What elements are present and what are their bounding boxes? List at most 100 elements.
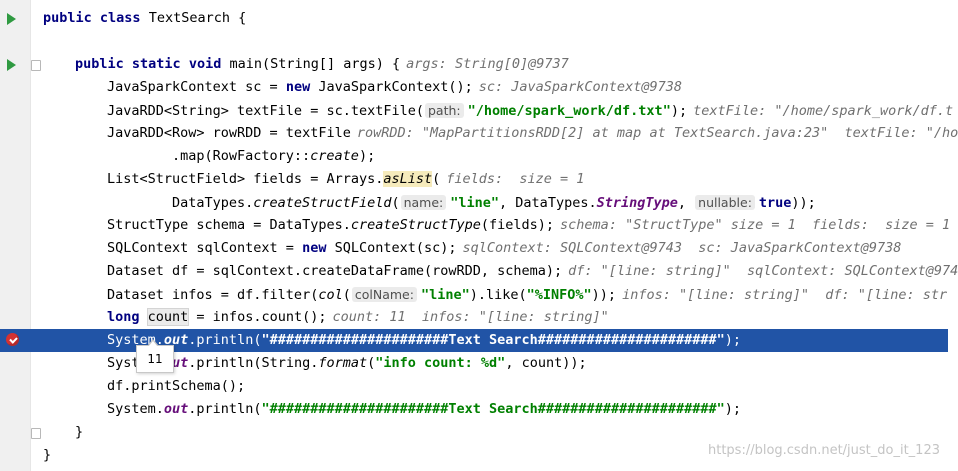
code-line-9[interactable]: DataTypes.createStructField(name:"line",…	[0, 191, 948, 214]
run-class-icon[interactable]	[7, 13, 16, 25]
code-line-4[interactable]: JavaSparkContext sc = new JavaSparkConte…	[0, 76, 948, 99]
static-method: col	[318, 287, 343, 303]
code-line-16[interactable]: System.out.println(String.format("info c…	[0, 352, 948, 375]
static-method: format	[318, 355, 368, 371]
tooltip-arrow-fill	[148, 341, 158, 347]
keyword: public	[75, 56, 124, 72]
code-line-11[interactable]: SQLContext sqlContext = new SQLContext(s…	[0, 237, 948, 260]
code-line-20[interactable]: }	[0, 444, 948, 467]
code-text: DataTypes.createStructField(name:"line",…	[172, 194, 816, 212]
code-line-8[interactable]: List<StructField> fields = Arrays.asList…	[0, 168, 948, 191]
code-text: .map(RowFactory::create);	[172, 148, 375, 165]
code-token: List<StructField> fields = Arrays.	[107, 171, 384, 187]
code-token: ).like(	[469, 287, 527, 303]
code-token: (	[432, 171, 441, 187]
code-line-17[interactable]: df.printSchema();	[0, 375, 948, 398]
run-method-icon[interactable]	[7, 59, 16, 71]
code-line-7[interactable]: .map(RowFactory::create);	[0, 145, 948, 168]
debug-inline-value: df: "[line: string]" sqlContext: SQLCont…	[568, 263, 958, 279]
code-text: Dataset infos = df.filter(col(colName:"l…	[107, 286, 947, 304]
code-token: .println(	[188, 401, 262, 417]
code-token: .println(	[188, 332, 262, 348]
code-token: );	[670, 103, 688, 119]
debug-inline-value: rowRDD: "MapPartitionsRDD[2] at map at T…	[356, 125, 958, 141]
parameter-hint: nullable:	[695, 195, 755, 210]
debug-inline-value: infos: "[line: string]" df: "[line: str	[622, 287, 948, 303]
keyword: static	[131, 56, 181, 72]
static-field: out	[163, 332, 189, 348]
keyword: long	[107, 309, 140, 325]
code-line-18[interactable]: System.out.println("####################…	[0, 398, 948, 421]
code-line-10[interactable]: StructType schema = DataTypes.createStru…	[0, 214, 950, 237]
method-declaration: main(String[] args) {	[221, 56, 401, 72]
keyword: new	[285, 79, 311, 95]
keyword: void	[188, 56, 222, 72]
fold-method-icon[interactable]	[31, 60, 41, 71]
static-field: out	[163, 401, 189, 417]
debug-inline-value: textFile: "/home/spark_work/df.t	[693, 103, 954, 119]
code-line-3[interactable]: public static void main(String[] args) {…	[0, 53, 948, 76]
code-token: , DataTypes.	[499, 195, 597, 211]
code-token: df.printSchema();	[107, 378, 246, 394]
gutter-separator	[30, 0, 31, 471]
code-token: , count));	[505, 355, 587, 371]
code-line-19[interactable]: }	[0, 421, 948, 444]
code-text: StructType schema = DataTypes.createStru…	[107, 217, 950, 234]
code-line-15-execution-point[interactable]: System.out.println("####################…	[0, 329, 948, 352]
code-line-14[interactable]: long count = infos.count();count: 11 inf…	[0, 306, 948, 329]
code-token: System.	[107, 401, 164, 417]
parameter-hint: path:	[424, 103, 464, 118]
string-literal: "######################Text Search######…	[261, 332, 725, 348]
code-token: (	[342, 287, 351, 303]
closing-brace: }	[43, 447, 52, 463]
code-text: long count = infos.count();count: 11 inf…	[107, 309, 609, 326]
code-token: JavaSparkContext();	[310, 79, 473, 95]
code-token: JavaRDD<String> textFile = sc.textFile(	[107, 103, 424, 119]
code-token: Dataset infos = df.filter(	[107, 287, 319, 303]
debug-inline-value: schema: "StructType" size = 1 fields: si…	[560, 217, 951, 233]
code-token: DataTypes.	[172, 195, 254, 211]
class-declaration: TextSearch {	[140, 10, 247, 26]
code-token: JavaSparkContext sc =	[107, 79, 286, 95]
code-line-5[interactable]: JavaRDD<String> textFile = sc.textFile(p…	[0, 99, 953, 122]
debug-inline-value: sc: JavaSparkContext@9738	[478, 79, 682, 95]
code-text: public class TextSearch {	[43, 10, 246, 27]
string-literal: "/home/spark_work/df.txt"	[467, 103, 671, 119]
code-text: JavaRDD<String> textFile = sc.textFile(p…	[107, 102, 953, 120]
static-method: createStructField	[253, 195, 392, 211]
debug-inline-value: count: 11 infos: "[line: string]"	[332, 309, 609, 325]
code-token: Dataset df = sqlContext.createDataFrame(…	[107, 263, 563, 279]
code-text: }	[43, 447, 51, 464]
parameter-hint: name:	[400, 195, 447, 210]
code-text: public static void main(String[] args) {…	[75, 56, 569, 73]
code-line-13[interactable]: Dataset infos = df.filter(col(colName:"l…	[0, 283, 948, 306]
keyword: true	[758, 195, 792, 211]
code-token: SQLContext(sc);	[326, 240, 457, 256]
editor-gutter[interactable]	[0, 0, 30, 471]
warning-highlight[interactable]: asList	[383, 171, 433, 187]
keyword: class	[99, 10, 141, 26]
static-method: createStructType	[350, 217, 481, 233]
code-token: ));	[591, 287, 617, 303]
hovered-variable[interactable]: count	[147, 309, 189, 325]
string-literal: "%INFO%"	[526, 287, 592, 303]
code-token: StructType schema = DataTypes.	[107, 217, 351, 233]
fold-end-icon[interactable]	[31, 428, 41, 439]
code-token: (fields);	[480, 217, 555, 233]
code-token: .println(String.	[188, 355, 319, 371]
code-line-1[interactable]: public class TextSearch {	[0, 7, 948, 30]
breakpoint-hit-icon[interactable]	[6, 333, 19, 346]
code-token: (	[391, 195, 400, 211]
code-token: ,	[677, 195, 695, 211]
method-reference: create	[310, 148, 359, 164]
code-text: System.out.println("####################…	[107, 332, 741, 349]
debug-inline-value: fields: size = 1	[446, 171, 585, 187]
debug-inline-value: sqlContext: SQLContext@9743 sc: JavaSpar…	[462, 240, 902, 256]
code-text: }	[75, 424, 83, 441]
code-line-12[interactable]: Dataset df = sqlContext.createDataFrame(…	[0, 260, 958, 283]
code-token: ));	[791, 195, 816, 211]
parameter-hint: colName:	[351, 287, 417, 302]
code-text: Dataset df = sqlContext.createDataFrame(…	[107, 263, 958, 280]
